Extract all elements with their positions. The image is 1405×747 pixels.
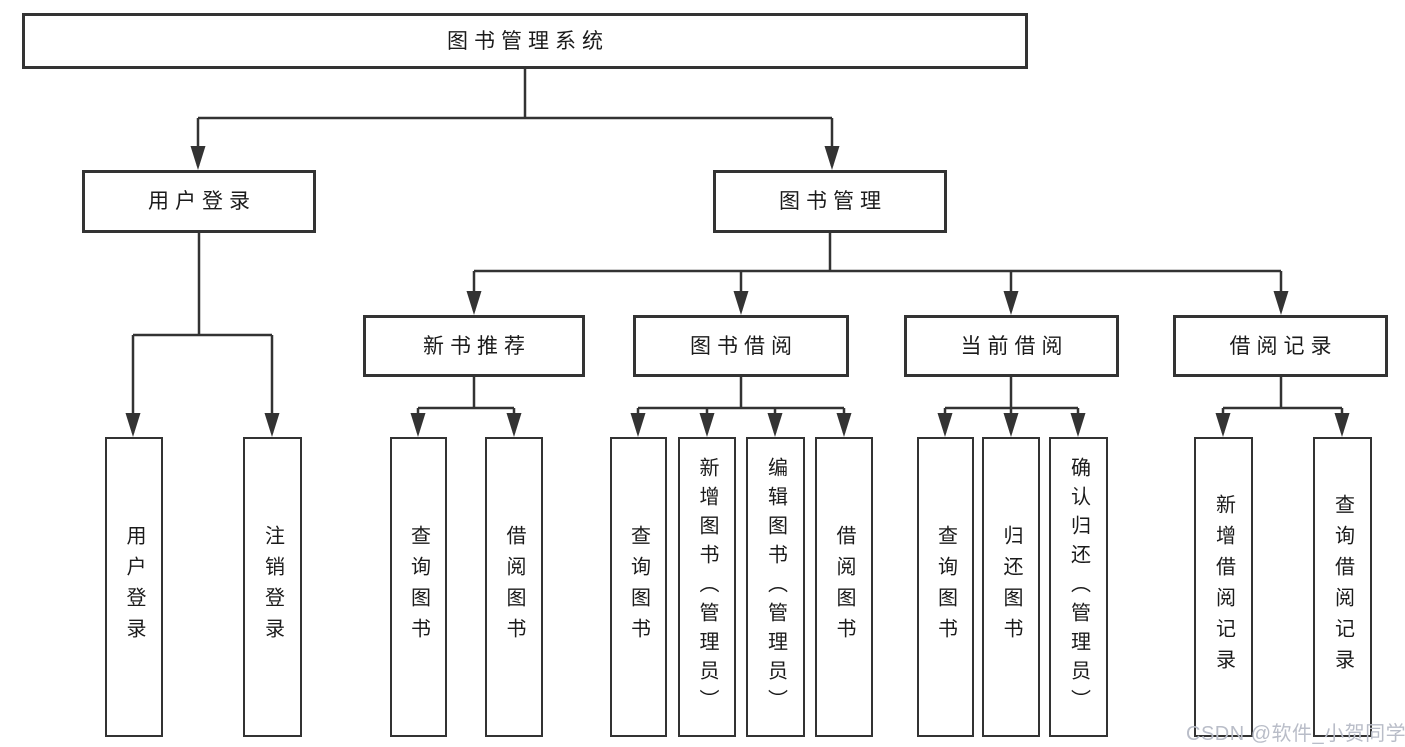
- leaf-borrow-add-books-admin: 新增图书（管理员）: [678, 437, 736, 737]
- leaf-records-add-record-label: 新增借阅记录: [1212, 494, 1235, 680]
- leaf-logout-label: 注销登录: [261, 525, 284, 649]
- leaf-newbook-borrow-books: 借阅图书: [485, 437, 543, 737]
- node-borrow-records: 借阅记录: [1173, 315, 1388, 377]
- leaf-current-return-books: 归还图书: [982, 437, 1040, 737]
- leaf-current-return-books-label: 归还图书: [1000, 525, 1022, 649]
- node-book-management-label: 图书管理: [779, 190, 887, 213]
- node-new-book-recommend: 新书推荐: [363, 315, 585, 377]
- node-user-login-branch: 用户登录: [82, 170, 316, 233]
- leaf-user-login: 用户登录: [105, 437, 163, 737]
- leaf-current-confirm-return-admin: 确认归还（管理员）: [1049, 437, 1108, 737]
- leaf-newbook-query-books-label: 查询图书: [407, 525, 430, 649]
- node-current-borrow: 当前借阅: [904, 315, 1119, 377]
- leaf-records-add-record: 新增借阅记录: [1194, 437, 1253, 737]
- connector-borrow: [630, 377, 852, 437]
- connector-newbook: [410, 377, 522, 437]
- leaf-borrow-borrow-books-label: 借阅图书: [833, 525, 855, 649]
- leaf-borrow-edit-books-admin-label: 编辑图书（管理员）: [764, 456, 787, 718]
- leaf-records-query-record: 查询借阅记录: [1313, 437, 1372, 737]
- connector-book-management: [466, 233, 1289, 315]
- leaf-borrow-add-books-admin-label: 新增图书（管理员）: [696, 456, 718, 718]
- connector-records: [1215, 377, 1350, 437]
- node-root-system: 图书管理系统: [22, 13, 1028, 69]
- node-book-management: 图书管理: [713, 170, 947, 233]
- leaf-current-query-books-label: 查询图书: [934, 525, 957, 649]
- node-user-login-branch-label: 用户登录: [148, 190, 256, 213]
- leaf-borrow-query-books: 查询图书: [610, 437, 667, 737]
- leaf-logout: 注销登录: [243, 437, 302, 737]
- node-book-borrow: 图书借阅: [633, 315, 849, 377]
- leaf-current-query-books: 查询图书: [917, 437, 974, 737]
- node-book-borrow-label: 图书借阅: [690, 334, 798, 358]
- leaf-newbook-borrow-books-label: 借阅图书: [503, 525, 525, 649]
- node-root-system-label: 图书管理系统: [447, 29, 609, 53]
- node-new-book-recommend-label: 新书推荐: [423, 334, 531, 358]
- node-current-borrow-label: 当前借阅: [960, 334, 1069, 358]
- node-borrow-records-label: 借阅记录: [1229, 334, 1338, 358]
- connector-user-branch: [125, 233, 280, 437]
- connector-current: [937, 377, 1086, 437]
- csdn-watermark: CSDN @软件_小贺同学: [1186, 723, 1405, 745]
- leaf-borrow-borrow-books: 借阅图书: [815, 437, 873, 737]
- leaf-newbook-query-books: 查询图书: [390, 437, 447, 737]
- connector-root-to-level2: [190, 69, 840, 170]
- leaf-borrow-query-books-label: 查询图书: [627, 525, 650, 649]
- leaf-current-confirm-return-admin-label: 确认归还（管理员）: [1067, 456, 1090, 718]
- leaf-borrow-edit-books-admin: 编辑图书（管理员）: [746, 437, 805, 737]
- leaf-records-query-record-label: 查询借阅记录: [1331, 494, 1354, 680]
- leaf-user-login-label: 用户登录: [123, 525, 145, 649]
